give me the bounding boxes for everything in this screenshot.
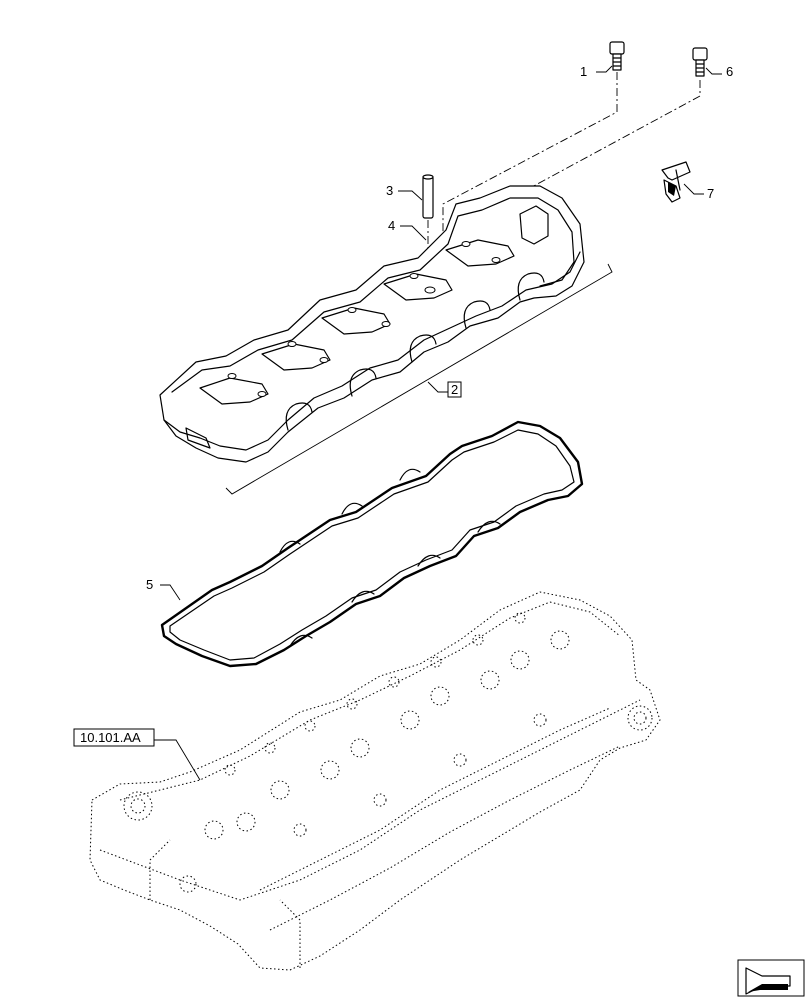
cylinder-head-reference[interactable] [89, 591, 661, 971]
leader-4 [400, 225, 427, 241]
gasket-part-5[interactable] [160, 420, 584, 668]
callout-box-2[interactable]: 2 [447, 381, 462, 398]
bolt-part-1[interactable] [609, 41, 625, 71]
leader-reference [154, 739, 201, 781]
clip-part-7[interactable] [661, 161, 691, 203]
callout-2: 2 [451, 382, 458, 397]
callout-3[interactable]: 3 [386, 183, 393, 198]
leader-3 [398, 190, 423, 201]
rocker-cover-part-4[interactable] [159, 185, 585, 463]
leader-1 [596, 65, 613, 73]
next-page-arrow-icon[interactable] [737, 959, 805, 997]
leader-6 [705, 67, 722, 75]
leader-7 [683, 183, 704, 195]
bolt-part-6[interactable] [692, 47, 708, 77]
callout-7[interactable]: 7 [707, 186, 714, 201]
pin-part-3[interactable] [422, 174, 434, 219]
reference-label-text: 10.101.AA [80, 730, 141, 745]
axis-line-1 [442, 72, 618, 250]
callout-5[interactable]: 5 [146, 577, 153, 592]
assembly-bracket-line [225, 263, 613, 495]
reference-label-box[interactable]: 10.101.AA [73, 728, 155, 747]
leader-2 [427, 381, 448, 393]
callout-4[interactable]: 4 [388, 218, 395, 233]
callout-6[interactable]: 6 [726, 64, 733, 79]
leader-5 [160, 584, 181, 601]
callout-1[interactable]: 1 [580, 64, 587, 79]
